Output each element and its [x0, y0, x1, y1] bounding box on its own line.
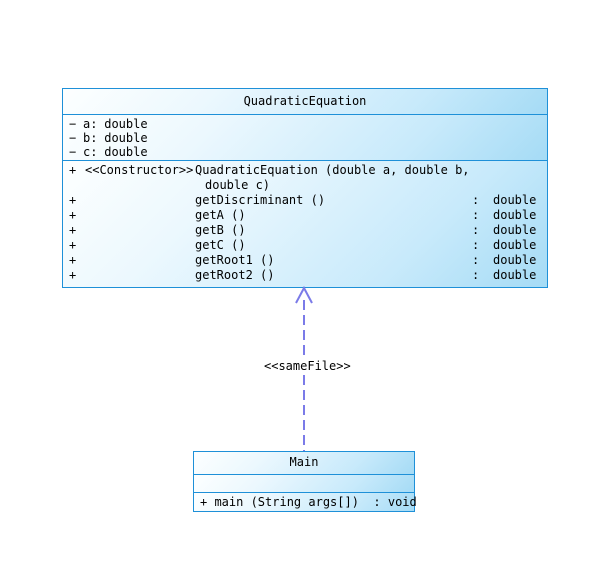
method-return-type: double	[493, 223, 537, 237]
method-return-type: double	[493, 268, 537, 282]
method-separator: :	[472, 238, 480, 252]
method-return-type: double	[493, 193, 537, 207]
main-header-compartment: Main	[194, 452, 414, 474]
attribute-row: −b: double	[63, 131, 547, 145]
attribute-type: double	[104, 117, 148, 131]
attribute-name: c	[83, 145, 91, 159]
method-return-type: double	[493, 253, 537, 267]
method-visibility: +	[69, 193, 77, 207]
dependency-stereotype-label: <<sameFile>>	[261, 359, 354, 373]
method-signature-line1: getC ()	[195, 238, 246, 252]
main-attributes-compartment	[194, 474, 414, 492]
attribute-separator: :	[90, 145, 98, 159]
class-name-main: Main	[289, 455, 319, 469]
method-row: + getDiscriminant () : double	[63, 193, 547, 208]
method-stereotype: <<Constructor>>	[85, 163, 194, 177]
class-methods-compartment: + <<Constructor>> QuadraticEquation (dou…	[63, 160, 547, 287]
attribute-type: double	[104, 145, 148, 159]
method-signature-line1: getB ()	[195, 223, 246, 237]
method-separator: :	[472, 253, 480, 267]
class-box-main[interactable]: Main + main (String args[]) : void	[193, 451, 417, 512]
method-signature-line1: getRoot1 ()	[195, 253, 275, 267]
method-separator: :	[472, 268, 480, 282]
attribute-row: −a: double	[63, 117, 547, 131]
method-separator: :	[472, 223, 480, 237]
method-visibility: +	[69, 238, 77, 252]
dependency-open-arrowhead-icon	[295, 285, 313, 304]
method-row: + main (String args[]) : void	[200, 495, 417, 509]
method-row: + <<Constructor>> QuadraticEquation (dou…	[63, 163, 547, 193]
method-visibility: +	[69, 163, 77, 177]
method-signature-line1: QuadraticEquation (double a, double b,	[195, 163, 470, 177]
method-signature-line2: double c)	[205, 178, 271, 192]
class-header-compartment: QuadraticEquation	[63, 89, 547, 114]
attribute-name: b	[83, 131, 91, 145]
class-attributes-compartment: −a: double −b: double −c: double	[63, 114, 547, 160]
method-row: + getRoot1 () : double	[63, 253, 547, 268]
method-row: + getRoot2 () : double	[63, 268, 547, 283]
attribute-type: double	[104, 131, 148, 145]
attribute-name: a	[83, 117, 91, 131]
method-separator: :	[472, 193, 480, 207]
attribute-row: −c: double	[63, 145, 547, 159]
attribute-visibility: −	[69, 145, 77, 159]
class-name-quadraticequation: QuadraticEquation	[243, 94, 367, 108]
attribute-separator: :	[90, 117, 98, 131]
method-visibility: +	[69, 253, 77, 267]
attribute-separator: :	[90, 131, 98, 145]
method-row: + getC () : double	[63, 238, 547, 253]
method-return-type: double	[493, 208, 537, 222]
method-signature-line1: getDiscriminant ()	[195, 193, 326, 207]
attribute-visibility: −	[69, 131, 77, 145]
method-row: + getB () : double	[63, 223, 547, 238]
method-visibility: +	[69, 223, 77, 237]
method-visibility: +	[69, 268, 77, 282]
attribute-visibility: −	[69, 117, 77, 131]
method-visibility: +	[69, 208, 77, 222]
method-return-type: double	[493, 238, 537, 252]
method-row: + getA () : double	[63, 208, 547, 223]
method-signature: QuadraticEquation (double a, double b,do…	[195, 163, 470, 193]
method-signature-line1: getRoot2 ()	[195, 268, 275, 282]
class-box-quadraticequation[interactable]: QuadraticEquation −a: double −b: double −c…	[62, 88, 548, 288]
main-methods-compartment: + main (String args[]) : void	[194, 492, 417, 511]
method-separator: :	[472, 208, 480, 222]
method-signature-line1: getA ()	[195, 208, 246, 222]
